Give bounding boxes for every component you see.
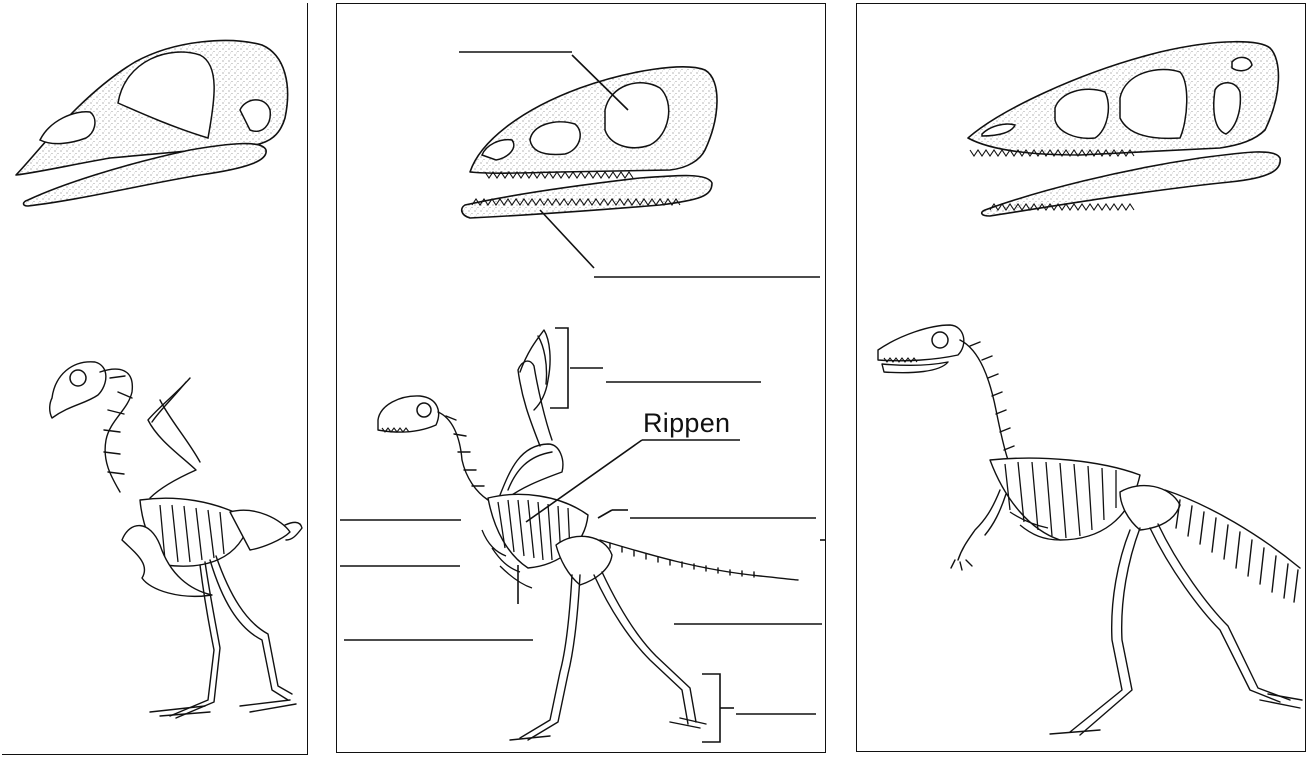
dinosaur-skeleton <box>878 325 1302 735</box>
archaeopteryx-skeleton <box>378 330 798 740</box>
bird-skeleton <box>50 362 302 718</box>
bird-skull <box>16 41 288 206</box>
archaeopteryx-skull <box>462 67 717 218</box>
ribs-label: Rippen <box>643 408 730 439</box>
dinosaur-skull <box>968 42 1280 216</box>
